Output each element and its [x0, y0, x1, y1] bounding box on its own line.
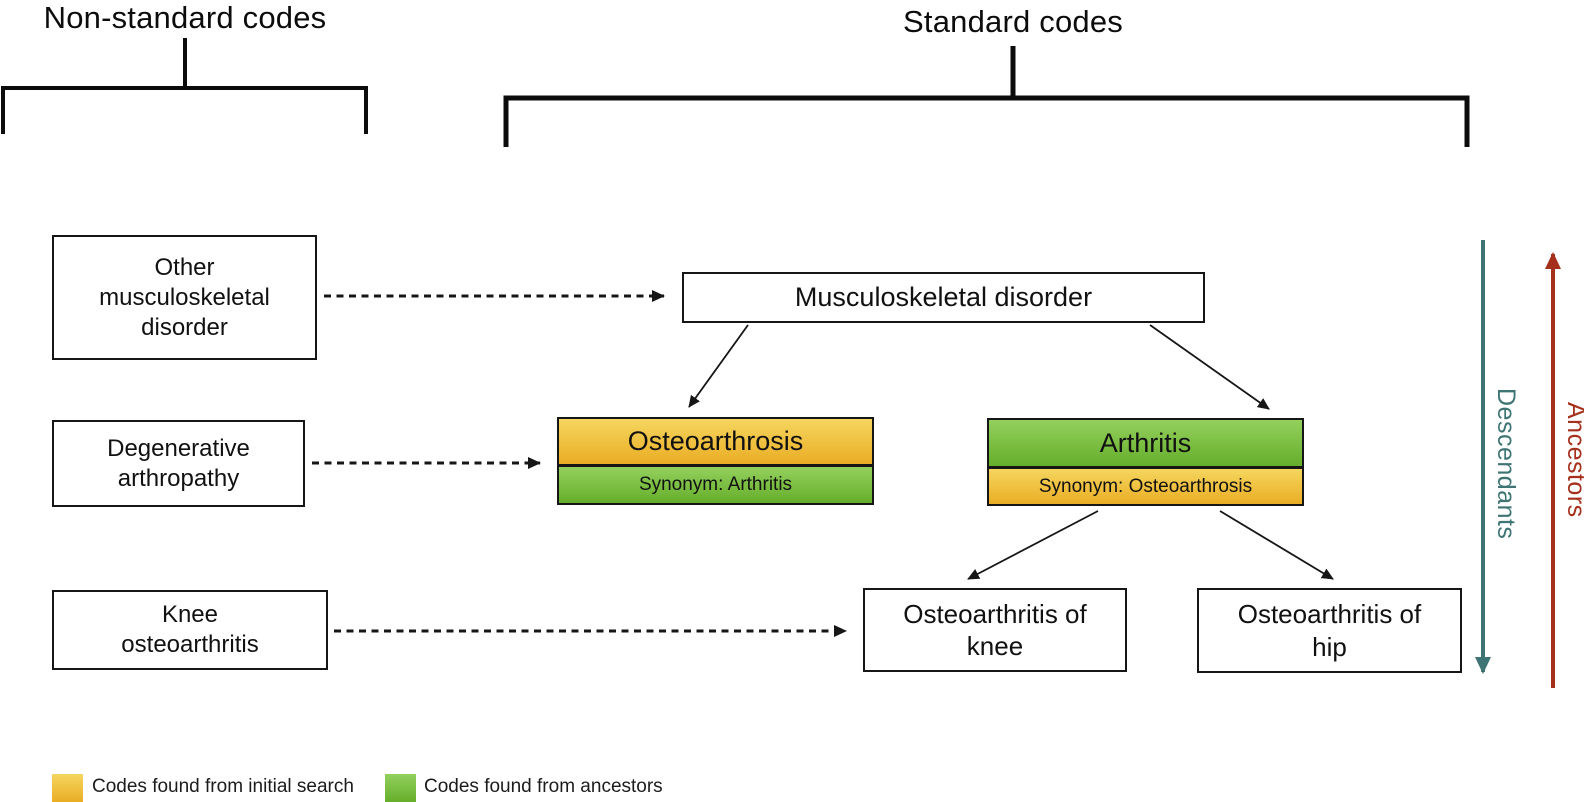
hierarchy-arrow-msk-to-arthritis	[1149, 324, 1270, 410]
node-knee-osteoarthritis: Knee osteoarthritis	[52, 590, 328, 670]
node-osteoarthritis-of-knee: Osteoarthritis of knee	[863, 588, 1127, 672]
node-osteoarthrosis-synonym: Synonym: Arthritis	[559, 464, 872, 503]
ancestors-axis-label: Ancestors	[1562, 402, 1584, 518]
node-arthritis-label: Arthritis	[989, 420, 1302, 466]
legend-swatch-initial-search	[52, 774, 83, 802]
node-musculoskeletal-disorder: Musculoskeletal disorder	[682, 272, 1205, 323]
non-standard-codes-title: Non-standard codes	[43, 0, 327, 35]
hierarchy-arrow-msk-to-osteoarthrosis	[688, 324, 749, 408]
node-other-musculoskeletal-disorder: Other musculoskeletal disorder	[52, 235, 317, 360]
descendants-axis-label: Descendants	[1492, 388, 1520, 540]
node-arthritis: Arthritis Synonym: Osteoarthrosis	[987, 418, 1304, 506]
hierarchy-arrow-arthritis-to-hip	[1219, 510, 1334, 580]
hierarchy-arrow-arthritis-to-knee	[967, 510, 1099, 580]
node-arthritis-synonym: Synonym: Osteoarthrosis	[989, 466, 1302, 504]
node-degenerative-arthropathy: Degenerative arthropathy	[52, 420, 305, 507]
legend-label-ancestors: Codes found from ancestors	[424, 776, 663, 797]
legend-label-initial-search: Codes found from initial search	[92, 776, 354, 797]
node-osteoarthrosis-label: Osteoarthrosis	[559, 419, 872, 464]
standard-bracket	[503, 46, 1470, 147]
node-osteoarthrosis: Osteoarthrosis Synonym: Arthritis	[557, 417, 874, 505]
non-standard-bracket	[1, 38, 368, 134]
node-osteoarthritis-of-hip: Osteoarthritis of hip	[1197, 588, 1462, 673]
legend-swatch-ancestors	[385, 774, 416, 802]
standard-codes-title: Standard codes	[903, 4, 1123, 39]
